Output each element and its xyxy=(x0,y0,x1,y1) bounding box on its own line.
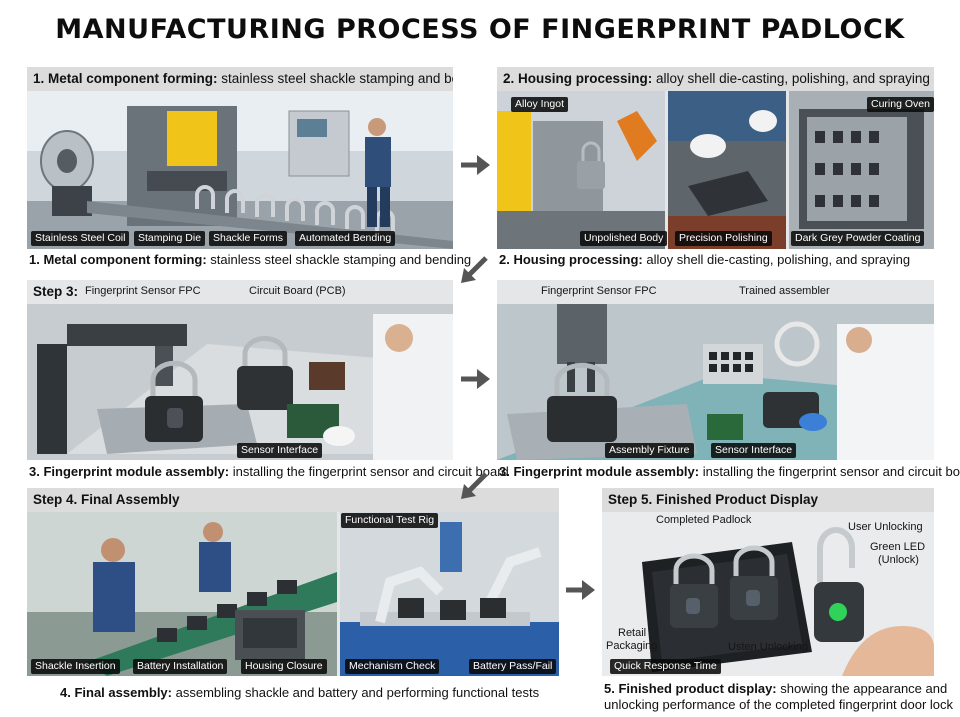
step3-caption-left: 3. Fingerprint module assembly: installi… xyxy=(29,464,509,479)
step4-assembly-line-photo xyxy=(27,512,337,676)
label-assembly-fixture: Assembly Fixture xyxy=(605,443,694,458)
label-fingerprint-sensor-fpc: Fingerprint Sensor FPC xyxy=(85,285,201,297)
step3-header: Step 3: xyxy=(27,280,453,304)
arrow-right-step3-left-to-right xyxy=(461,369,490,389)
label-circuit-board-pcb: Circuit Board (PCB) xyxy=(249,285,346,297)
step3-panel-right: Fingerprint Sensor FPC Trained assembler… xyxy=(497,280,934,460)
step1-header: 1. Metal component forming: stainless st… xyxy=(27,67,453,91)
label-curing-oven: Curing Oven xyxy=(867,97,934,112)
label-alloy-ingot: Alloy Ingot xyxy=(511,97,569,112)
arrow-diagonal-step3-to-step4 xyxy=(461,472,488,499)
label-mechanism-check: Mechanism Check xyxy=(345,659,440,674)
step5-caption-line2: unlocking performance of the completed f… xyxy=(604,697,954,712)
label-battery-installation: Battery Installation xyxy=(133,659,228,674)
step3-caption-right: 3. Fingerprint module assembly: installi… xyxy=(499,464,960,479)
step3-panel-left: Step 3: Fingerprint Sensor FPC Circuit B… xyxy=(27,280,453,460)
label-sensor-interface-right: Sensor Interface xyxy=(711,443,797,458)
step2-diecasting-photo xyxy=(497,91,665,249)
label-shackle-forms: Shackle Forms xyxy=(209,231,288,246)
label-unpolished-body: Unpolished Body xyxy=(580,231,668,246)
step1-panel: 1. Metal component forming: stainless st… xyxy=(27,67,453,249)
step5-panel: Step 5. Finished Product Display Complet… xyxy=(602,488,934,676)
step5-product-photo xyxy=(602,512,934,676)
label-quick-response-time: Quick Response Time xyxy=(610,659,721,674)
page-title: MANUFACTURING PROCESS OF FINGERPRINT PAD… xyxy=(55,14,905,45)
label-stamping-die: Stamping Die xyxy=(134,231,206,246)
arrow-right-step1-to-step2 xyxy=(461,155,490,175)
step1-caption: 1. Metal component forming: stainless st… xyxy=(29,252,472,267)
label-sensor-interface: Sensor Interface xyxy=(237,443,323,458)
step5-header: Step 5. Finished Product Display xyxy=(602,488,934,512)
label-dark-grey-powder-coating: Dark Grey Powder Coating xyxy=(791,231,925,246)
step4-test-rig-photo xyxy=(340,512,559,676)
step2-panel: 2. Housing processing: alloy shell die-c… xyxy=(497,67,934,249)
step4-panel: Step 4. Final Assembly xyxy=(27,488,559,676)
step3-assembly-photo xyxy=(27,304,453,460)
label-precision-polishing: Precision Polishing xyxy=(675,231,772,246)
label-green-led: Green LED xyxy=(870,541,926,553)
label-stainless-steel-coil: Stainless Steel Coil xyxy=(31,231,130,246)
label-battery-pass-fail: Battery Pass/Fail xyxy=(469,659,557,674)
arrow-right-step4-to-step5 xyxy=(566,580,595,600)
label-retail: Retail xyxy=(618,627,647,639)
step5-caption-line1: 5. Finished product display: showing the… xyxy=(604,681,948,696)
label-automated-bending: Automated Bending xyxy=(295,231,396,246)
label-green-led-unlock: (Unlock) xyxy=(878,554,919,566)
label-usten-unlocking: Usten Unlocking xyxy=(728,641,809,653)
label-housing-closure: Housing Closure xyxy=(241,659,327,674)
label-shackle-insertion: Shackle Insertion xyxy=(31,659,120,674)
step3-fixture-photo xyxy=(497,304,934,460)
step2-curing-oven-photo xyxy=(789,91,934,249)
label-trained-assembler: Trained assembler xyxy=(739,285,830,297)
label-user-unlocking: User Unlocking xyxy=(848,521,923,533)
step2-caption: 2. Housing processing: alloy shell die-c… xyxy=(499,252,911,267)
step2-polishing-photo xyxy=(668,91,786,249)
step1-factory-photo xyxy=(27,91,453,249)
label-fingerprint-sensor-fpc-right: Fingerprint Sensor FPC xyxy=(541,285,657,297)
label-completed-padlock: Completed Padlock xyxy=(656,514,752,526)
arrow-diagonal-step2-to-step3 xyxy=(461,256,488,283)
step2-header: 2. Housing processing: alloy shell die-c… xyxy=(497,67,934,91)
label-packaging: Packaging xyxy=(606,640,658,652)
step4-caption: 4. Final assembly: assembling shackle an… xyxy=(60,685,540,700)
label-functional-test-rig: Functional Test Rig xyxy=(341,513,439,528)
